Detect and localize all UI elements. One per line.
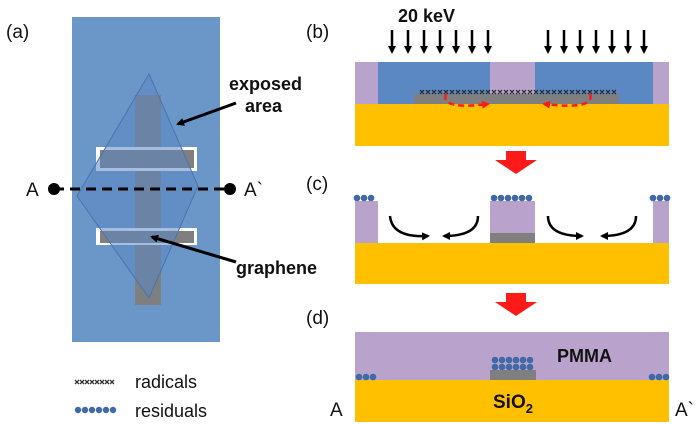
legend-radicals-symbol — [74, 379, 115, 385]
legend-radicals-label: radicals — [135, 372, 197, 392]
step-arrow-c-to-d — [495, 293, 537, 316]
section-label-start-d: A — [330, 400, 343, 421]
section-label-end-d: A` — [675, 400, 694, 421]
graphene-d — [490, 370, 536, 380]
beam-energy-label: 20 keV — [398, 6, 455, 26]
section-label-end: A` — [244, 180, 263, 201]
section-label-start: A — [26, 180, 39, 201]
pmma-remaining-left — [355, 201, 378, 243]
panel-label-d: (d) — [306, 308, 329, 329]
electron-beam-arrows-left — [388, 30, 492, 54]
exposed-area-label-line2: area — [245, 96, 283, 116]
exposed-area-pointer — [176, 101, 237, 126]
panel-c: (c) — [306, 174, 671, 284]
panel-d: (d) PMMA SiO2 A A` — [306, 308, 694, 422]
graphene-c — [490, 233, 535, 243]
substrate-b — [355, 104, 669, 146]
step-arrow-b-to-c — [495, 151, 537, 174]
residuals-d — [355, 356, 670, 381]
legend: radicals residuals — [74, 372, 207, 421]
graphene-label: graphene — [236, 258, 317, 278]
panel-label-c: (c) — [306, 174, 328, 195]
panel-label-a: (a) — [6, 22, 29, 43]
graphene-b — [414, 94, 619, 104]
panel-b: (b) 20 keV — [306, 6, 669, 146]
section-marker-end — [224, 183, 236, 195]
substrate-c — [355, 243, 669, 284]
legend-residuals-symbol — [74, 406, 117, 414]
development-arrows — [388, 215, 638, 241]
graphene-pointer — [150, 234, 237, 264]
diffusion-arrow-right — [542, 93, 592, 109]
section-marker-start — [48, 183, 60, 195]
pmma-remaining-right — [653, 201, 669, 243]
exposed-area-label-line1: exposed — [229, 74, 302, 94]
panel-a: (a) A A` exposed area graphene — [6, 17, 317, 421]
panel-label-b: (b) — [306, 22, 329, 43]
diffusion-arrow-left — [444, 93, 490, 109]
pmma-label: PMMA — [557, 346, 612, 366]
residuals-c — [353, 194, 671, 202]
substrate-d — [355, 380, 669, 422]
legend-residuals-label: residuals — [135, 401, 207, 421]
radicals-b — [419, 89, 617, 95]
electron-beam-arrows-right — [544, 30, 648, 54]
substrate-label: SiO2 — [493, 392, 533, 416]
